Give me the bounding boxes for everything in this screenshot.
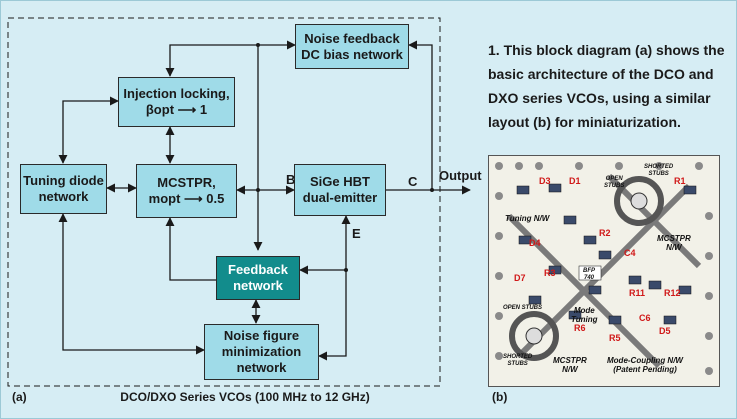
svg-text:D5: D5	[659, 326, 671, 336]
link-tuning-noisefigure	[58, 213, 205, 355]
pcb-label-mcstpr-bottom: MCSTPR N/W	[553, 356, 587, 374]
block-feedback: Feedback network	[216, 256, 300, 300]
pcb-label-mode-tuning: Mode Tuning	[571, 306, 598, 324]
node-label-output: Output	[439, 168, 482, 183]
svg-text:C6: C6	[639, 313, 651, 323]
block-noise-feedback: Noise feedback DC bias network	[295, 24, 409, 69]
link-e-noisefigure	[318, 215, 351, 361]
svg-text:D3: D3	[539, 176, 551, 186]
svg-text:D4: D4	[529, 238, 541, 248]
svg-text:R1: R1	[674, 176, 686, 186]
pcb-label-mcstpr-top: MCSTPR N/W	[657, 234, 691, 252]
node-label-b: B	[286, 172, 296, 187]
pcb-label-tuning: Tuning N/W	[505, 214, 550, 223]
link-noisefb-c	[408, 40, 433, 190]
pcb-label-shorted-stubs-bottom: SHORTED STUBS	[503, 354, 533, 367]
block-injection-locking: Injection locking, βopt ⟶ 1	[118, 77, 235, 127]
svg-text:D7: D7	[514, 273, 526, 283]
block-tuning-diode: Tuning diode network	[20, 164, 107, 214]
panel-label-a: (a)	[12, 390, 27, 404]
svg-text:R6: R6	[574, 323, 586, 333]
pcb-label-open-stubs-bottom: OPEN STUBS	[503, 305, 543, 311]
svg-text:R3: R3	[544, 268, 556, 278]
svg-text:R2: R2	[599, 228, 611, 238]
pcb-label-mode-coupling: Mode-Coupling N/W (Patent Pending)	[607, 356, 683, 374]
block-noise-figure: Noise figure minimization network	[204, 324, 319, 380]
pcb-label-shorted-stubs-top: SHORTED STUBS	[644, 164, 674, 177]
block-sige-hbt: SiGe HBT dual-emitter	[294, 164, 386, 216]
dashed-boundary	[7, 17, 441, 387]
node-label-e: E	[352, 226, 361, 241]
link-feedback-mcstpr	[165, 217, 216, 281]
pcb-label-open-stubs-top: OPEN STUBS	[604, 176, 625, 189]
svg-text:R5: R5	[609, 333, 621, 343]
pcb-label-bfp: BFP 740	[583, 268, 595, 281]
figure-caption: 1. This block diagram (a) shows the basi…	[488, 42, 725, 130]
svg-text:D1: D1	[569, 176, 581, 186]
node-label-c: C	[408, 174, 418, 189]
block-mcstpr: MCSTPR, mopt ⟶ 0.5	[136, 164, 237, 218]
link-injection-tuning	[58, 96, 119, 164]
svg-text:R11: R11	[629, 288, 645, 298]
svg-text:R12: R12	[664, 288, 681, 298]
panel-label-b: (b)	[492, 390, 508, 404]
svg-text:C4: C4	[624, 248, 636, 258]
link-noisefb-injection	[165, 40, 296, 77]
diagram-footer: DCO/DXO Series VCOs (100 MHz to 12 GHz)	[120, 390, 370, 404]
